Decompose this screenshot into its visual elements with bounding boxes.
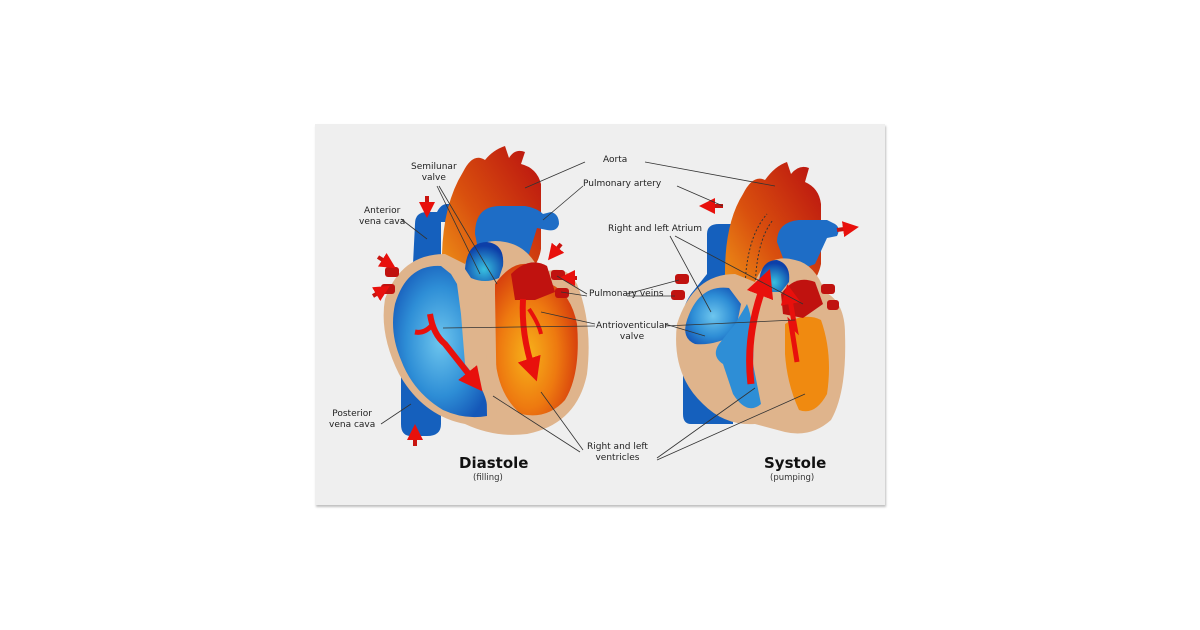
label-line: vena cava [359, 217, 406, 227]
label-line: vena cava [329, 420, 376, 430]
label-aorta: Aorta [603, 155, 628, 165]
label-right-left-atrium: Right and left Atrium [608, 224, 702, 234]
systole-title: Systole [764, 454, 827, 472]
label-line: ventricles [595, 453, 640, 463]
systole-heart [671, 162, 859, 434]
label-semilunar-valve: Semilunar valve [411, 162, 457, 184]
label-pulmonary-veins: Pulmonary veins [589, 289, 664, 299]
label-line: Semilunar [411, 162, 457, 172]
label-anterior-vena-cava: Anterior vena cava [359, 206, 405, 228]
label-posterior-vena-cava: Posterior vena cava [329, 409, 375, 431]
heart-illustrations [371, 146, 859, 461]
diastole-heart [371, 146, 589, 446]
label-line: Antrioventicular [596, 321, 669, 331]
heart-diagram-poster: Semilunar valve Anterior vena cava Poste… [315, 124, 885, 505]
label-pulmonary-artery: Pulmonary artery [583, 179, 662, 189]
label-line: valve [421, 173, 446, 183]
leader-lines [380, 161, 806, 461]
label-atrioventricular-valve: Antrioventicular valve [596, 321, 668, 343]
label-line: valve [619, 332, 645, 342]
label-line: Right and left [587, 442, 648, 452]
diastole-title: Diastole [459, 454, 529, 472]
label-line: Anterior [363, 206, 401, 216]
label-line: Posterior [332, 409, 373, 419]
diastole-subtitle: (filling) [473, 473, 503, 483]
systole-subtitle: (pumping) [770, 473, 815, 483]
label-right-left-ventricles: Right and left ventricles [587, 442, 648, 464]
